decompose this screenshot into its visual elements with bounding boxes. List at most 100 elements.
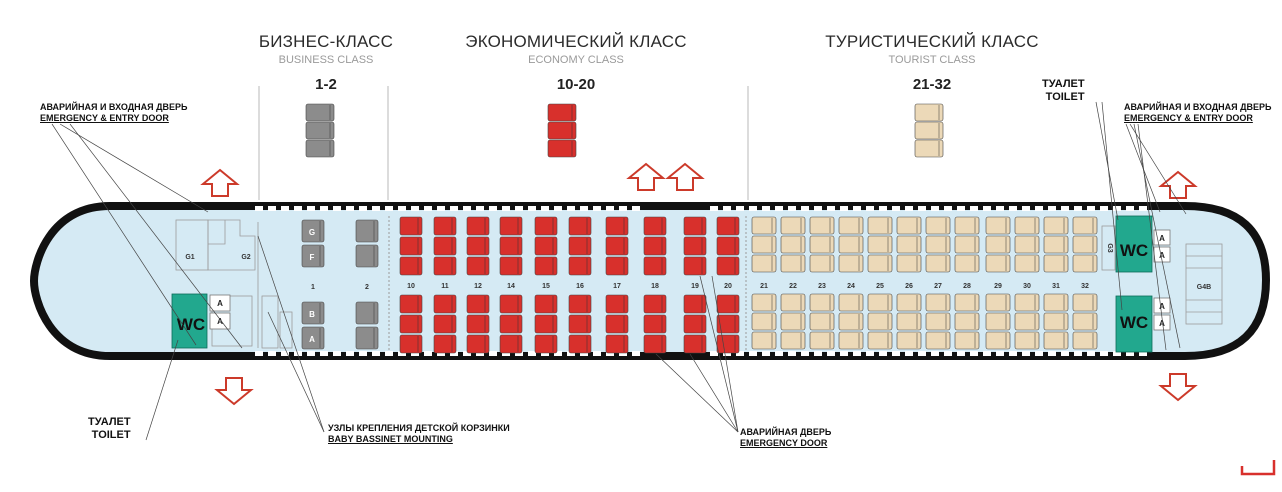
window: [788, 351, 796, 356]
tourist-seat-cushion: [838, 331, 864, 350]
tourist-seat: [838, 293, 864, 312]
window: [255, 206, 263, 211]
window: [554, 351, 562, 356]
economy-seat-cushion: [716, 334, 740, 354]
economy-seat: [716, 216, 740, 236]
business-sample-seat: [305, 103, 335, 122]
window: [437, 206, 445, 211]
business-seat: [355, 326, 379, 350]
economy-seat: [605, 236, 629, 256]
tourist-seat-cushion: [1043, 216, 1069, 235]
economy-seat: [433, 294, 457, 314]
tourist-seat: [838, 254, 864, 273]
tourist-seat-cushion: [780, 331, 806, 350]
economy-sample-seat: [547, 103, 577, 122]
tourist-seat-cushion: [1072, 293, 1098, 312]
tourist-seat-cushion: [780, 216, 806, 235]
economy-seat: [466, 256, 490, 276]
front-toilet-seat-lower: [209, 312, 231, 330]
window: [892, 206, 900, 211]
window: [333, 206, 341, 211]
tourist-seat: [751, 331, 777, 350]
note-rear-door: АВАРИЙНАЯ И ВХОДНАЯ ДВЕРЬ EMERGENCY & EN…: [1124, 102, 1272, 124]
tourist-seat-cushion: [1014, 293, 1040, 312]
galley-g1-label: G1: [185, 254, 194, 261]
tourist-seat-cushion: [896, 235, 922, 254]
economy-seat-cushion: [568, 334, 592, 354]
economy-seat: [466, 314, 490, 334]
economy-seat-cushion: [716, 236, 740, 256]
window-strip-bottom: [255, 351, 1147, 356]
rear-toilet-label-ru: ТУАЛЕТ: [1042, 78, 1085, 90]
economy-row-label: 16: [576, 283, 584, 290]
economy-seat: [534, 334, 558, 354]
window: [736, 206, 744, 211]
bassinet-panel-front: [261, 295, 279, 349]
window: [593, 351, 601, 356]
tourist-seat-cushion: [925, 254, 951, 273]
economy-seat-cushion: [466, 236, 490, 256]
bassinet-label-ru: УЗЛЫ КРЕПЛЕНИЯ ДЕТСКОЙ КОРЗИНКИ: [328, 423, 510, 433]
economy-seat: [534, 236, 558, 256]
economy-seat: [399, 236, 423, 256]
tourist-sample-seat: [914, 121, 944, 140]
tourist-sample-seat: [914, 139, 944, 158]
economy-seat: [399, 216, 423, 236]
window: [502, 206, 510, 211]
window: [398, 351, 406, 356]
window: [879, 351, 887, 356]
tourist-seat: [1072, 331, 1098, 350]
tourist-seat: [809, 331, 835, 350]
tourist-seat-cushion: [1043, 312, 1069, 331]
business-class-subtitle: BUSINESS CLASS: [278, 54, 374, 66]
tourist-seat-cushion: [954, 235, 980, 254]
economy-seat: [399, 294, 423, 314]
economy-seat: [643, 216, 667, 236]
tourist-seat-cushion: [809, 216, 835, 235]
business-seat: [301, 219, 325, 243]
window: [437, 351, 445, 356]
tourist-seat: [838, 235, 864, 254]
economy-seat-cushion: [499, 216, 523, 236]
window: [892, 351, 900, 356]
tourist-seat-cushion: [751, 293, 777, 312]
rear-seat-4-label: A: [1159, 319, 1165, 328]
economy-seat-cushion: [534, 256, 558, 276]
window: [1009, 351, 1017, 356]
window: [1100, 206, 1108, 211]
window: [385, 206, 393, 211]
economy-seat-cushion: [568, 294, 592, 314]
tourist-seat: [780, 293, 806, 312]
tourist-seat-cushion: [867, 293, 893, 312]
economy-seat: [499, 294, 523, 314]
window: [489, 351, 497, 356]
tourist-seat: [1043, 254, 1069, 273]
business-seat: [301, 244, 325, 268]
window: [372, 206, 380, 211]
tourist-seat: [751, 312, 777, 331]
tourist-seat: [809, 216, 835, 235]
economy-seat-cushion: [683, 314, 707, 334]
rear-toilet-label-en: TOILET: [1045, 91, 1085, 103]
window: [827, 206, 835, 211]
tourist-seat: [867, 254, 893, 273]
window: [814, 206, 822, 211]
window: [710, 351, 718, 356]
economy-seat: [499, 314, 523, 334]
window: [749, 351, 757, 356]
tourist-seat: [780, 331, 806, 350]
economy-seat-cushion: [499, 236, 523, 256]
rear-toilet-lower-wc-label: WC: [1120, 313, 1148, 332]
economy-seat-cushion: [466, 256, 490, 276]
economy-seat-cushion: [499, 256, 523, 276]
window: [983, 206, 991, 211]
tourist-row-label: 22: [789, 283, 797, 290]
tourist-class-subtitle: TOURIST CLASS: [888, 54, 976, 66]
window: [996, 206, 1004, 211]
tourist-seat-cushion: [1043, 331, 1069, 350]
tourist-seat-cushion: [1014, 235, 1040, 254]
tourist-seat-cushion: [809, 254, 835, 273]
window: [1087, 351, 1095, 356]
business-seat-letter: F: [310, 253, 315, 262]
